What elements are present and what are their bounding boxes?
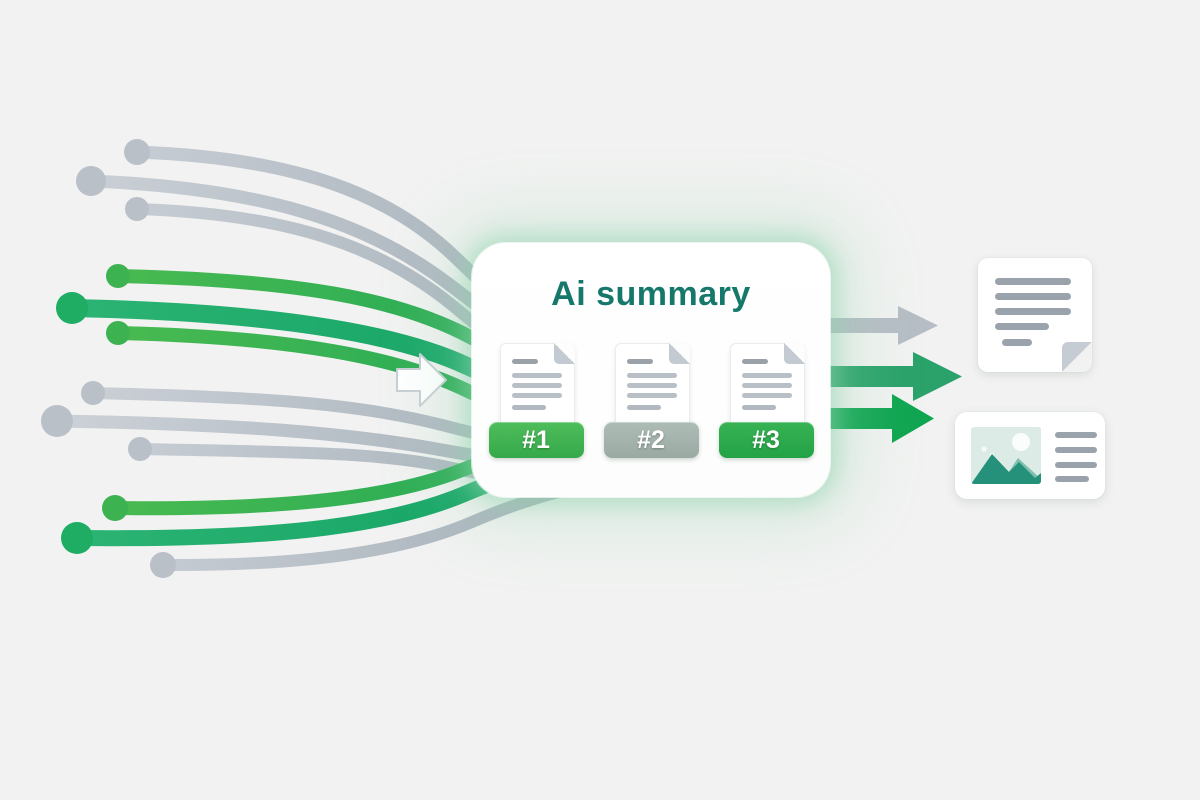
- white-arrow-icon: [396, 353, 447, 407]
- gray-arrow: [828, 306, 938, 345]
- output-arrows: [828, 306, 962, 443]
- text-line: [626, 383, 677, 388]
- text-line: [1055, 476, 1089, 482]
- flow-line-dot: [125, 197, 149, 221]
- text-line: [741, 405, 776, 410]
- rank-badge-3: #3: [718, 422, 814, 458]
- output-image-card: [955, 412, 1105, 499]
- converge-arrow-icon: [396, 353, 447, 407]
- rank-badge-1: #1: [488, 422, 584, 458]
- text-line: [511, 383, 562, 388]
- mountain-icon: [971, 454, 1041, 484]
- text-line: [995, 278, 1071, 285]
- text-line: [741, 359, 768, 364]
- document-icon: [499, 343, 575, 437]
- text-line: [995, 323, 1049, 330]
- text-line: [511, 373, 562, 378]
- output-document-icon: [978, 258, 1092, 372]
- flow-line-dot: [81, 381, 105, 405]
- text-line: [1055, 462, 1097, 468]
- text-line: [1002, 339, 1032, 346]
- summary-card: Ai summary #1: [472, 243, 830, 497]
- sun-icon: [1012, 433, 1030, 451]
- text-line: [626, 405, 661, 410]
- flow-line-dot: [56, 292, 88, 324]
- flow-line-dot: [76, 166, 106, 196]
- summary-doc-2: #2: [599, 343, 704, 459]
- text-line: [995, 308, 1071, 315]
- summary-card-title: Ai summary: [551, 275, 751, 313]
- folded-corner-icon: [668, 343, 690, 364]
- summary-doc-1: #1: [484, 343, 589, 459]
- text-line: [626, 373, 677, 378]
- folded-corner-icon: [1062, 342, 1092, 372]
- flow-line-dot: [41, 405, 73, 437]
- summary-doc-3: #3: [714, 343, 819, 459]
- document-icon: [729, 343, 805, 437]
- flow-line-dot: [102, 495, 128, 521]
- text-line: [1055, 447, 1097, 453]
- text-line: [511, 359, 538, 364]
- flow-line-dot: [128, 437, 152, 461]
- green-arrow: [830, 394, 934, 443]
- text-line: [626, 359, 653, 364]
- flow-line-dot: [124, 139, 150, 165]
- text-line: [1055, 432, 1097, 438]
- summary-documents-row: #1 #2: [472, 343, 830, 459]
- text-line: [741, 373, 792, 378]
- folded-corner-icon: [783, 343, 805, 364]
- document-icon: [614, 343, 690, 437]
- flow-line-dot: [106, 321, 130, 345]
- flow-line-dot: [106, 264, 130, 288]
- teal-arrow: [828, 352, 962, 401]
- text-line: [511, 405, 546, 410]
- image-thumbnail: [971, 427, 1041, 484]
- flow-line-dot: [150, 552, 176, 578]
- text-line: [741, 383, 792, 388]
- text-line: [741, 393, 792, 398]
- text-line: [995, 293, 1071, 300]
- text-line: [626, 393, 677, 398]
- text-line: [511, 393, 562, 398]
- flow-line-dot: [61, 522, 93, 554]
- folded-corner-icon: [553, 343, 575, 364]
- image-placeholder-icon: [971, 427, 1041, 484]
- rank-badge-2: #2: [603, 422, 699, 458]
